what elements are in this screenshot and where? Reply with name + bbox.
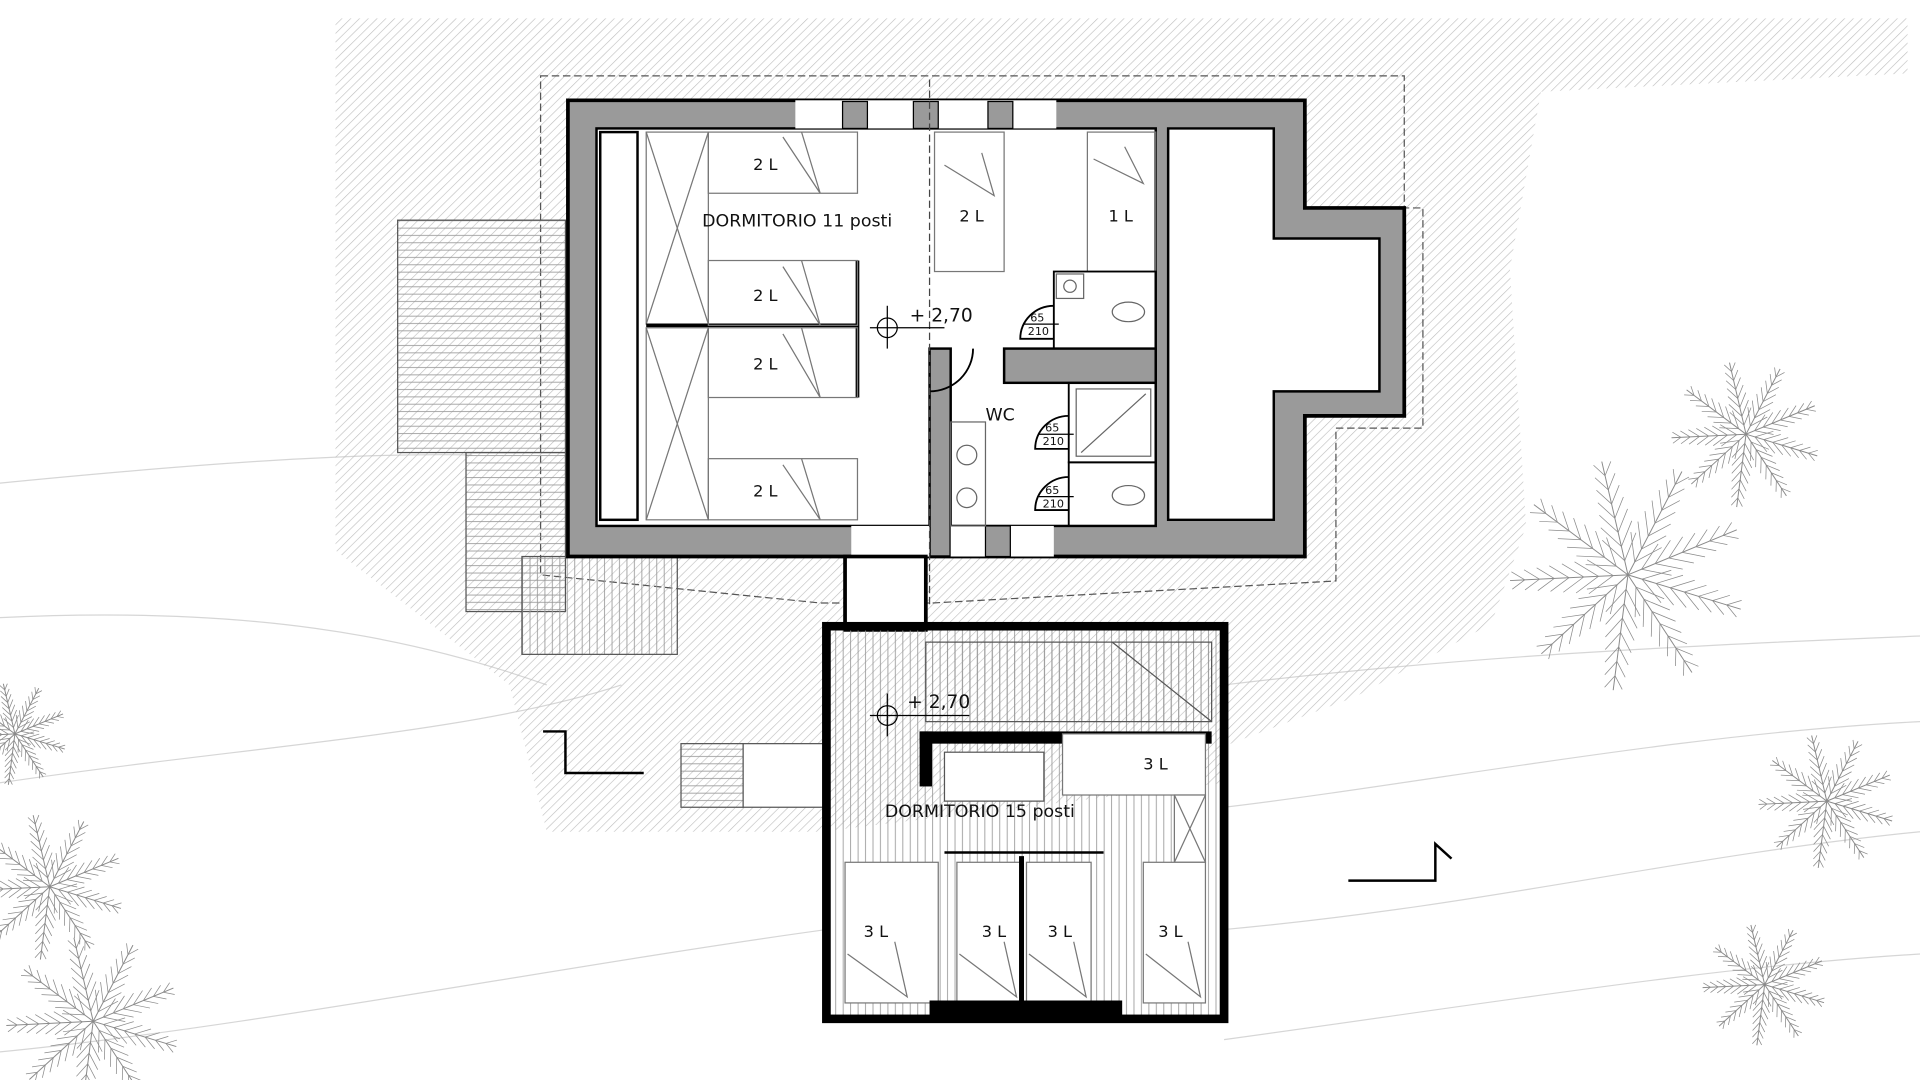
- connector-corridor: [843, 554, 928, 632]
- svg-text:65: 65: [1045, 484, 1059, 497]
- bed-label: 3 L: [1158, 922, 1182, 941]
- door-size-3: 65 210: [1038, 484, 1074, 511]
- bed-label: 2 L: [753, 482, 777, 501]
- door-size-1: 65 210: [1023, 312, 1059, 338]
- bed-label: 1 L: [1109, 207, 1133, 226]
- tree-icon: [1671, 362, 1818, 508]
- bed-label: 2 L: [753, 354, 777, 373]
- tree-icon: [6, 937, 178, 1080]
- upper-building: [566, 79, 1407, 606]
- section-marker-left: [543, 730, 644, 775]
- small-stair: [680, 743, 744, 808]
- section-marker-right: [1348, 841, 1453, 882]
- svg-text:210: 210: [1043, 498, 1064, 511]
- level-marker-lower: [869, 693, 970, 737]
- bed-label: 3 L: [1048, 922, 1072, 941]
- ramp: [742, 743, 828, 808]
- tree-icon: [1510, 461, 1742, 691]
- tree-icon: [0, 683, 66, 785]
- bed-label: 2 L: [753, 155, 777, 174]
- lower-building: [822, 621, 1229, 1024]
- svg-text:65: 65: [1030, 312, 1044, 325]
- external-stair: [521, 555, 678, 655]
- room-title-wc: WC: [985, 406, 1014, 426]
- bed-label: 3 L: [982, 922, 1006, 941]
- level-label-upper: + 2,70: [910, 306, 973, 327]
- tree-icon: [0, 814, 122, 960]
- bed-label: 3 L: [864, 922, 888, 941]
- level-marker-upper: [869, 305, 945, 349]
- svg-text:210: 210: [1028, 325, 1049, 338]
- tree-icon: [1758, 735, 1893, 868]
- bed-label: 2 L: [753, 286, 777, 305]
- deck: [397, 219, 567, 454]
- svg-text:210: 210: [1043, 435, 1064, 448]
- tree-icon: [1702, 924, 1825, 1046]
- bed-label: 3 L: [1143, 754, 1167, 773]
- bed-label: 2 L: [959, 207, 983, 226]
- room-title-dormitorio-11: DORMITORIO 11 posti: [702, 211, 892, 231]
- room-title-dormitorio-15: DORMITORIO 15 posti: [885, 802, 1075, 822]
- svg-text:65: 65: [1045, 422, 1059, 435]
- trees: [0, 362, 1893, 1080]
- door-size-2: 65 210: [1038, 422, 1074, 448]
- roof-outline: [539, 75, 1424, 604]
- level-label-lower: + 2,70: [907, 692, 970, 713]
